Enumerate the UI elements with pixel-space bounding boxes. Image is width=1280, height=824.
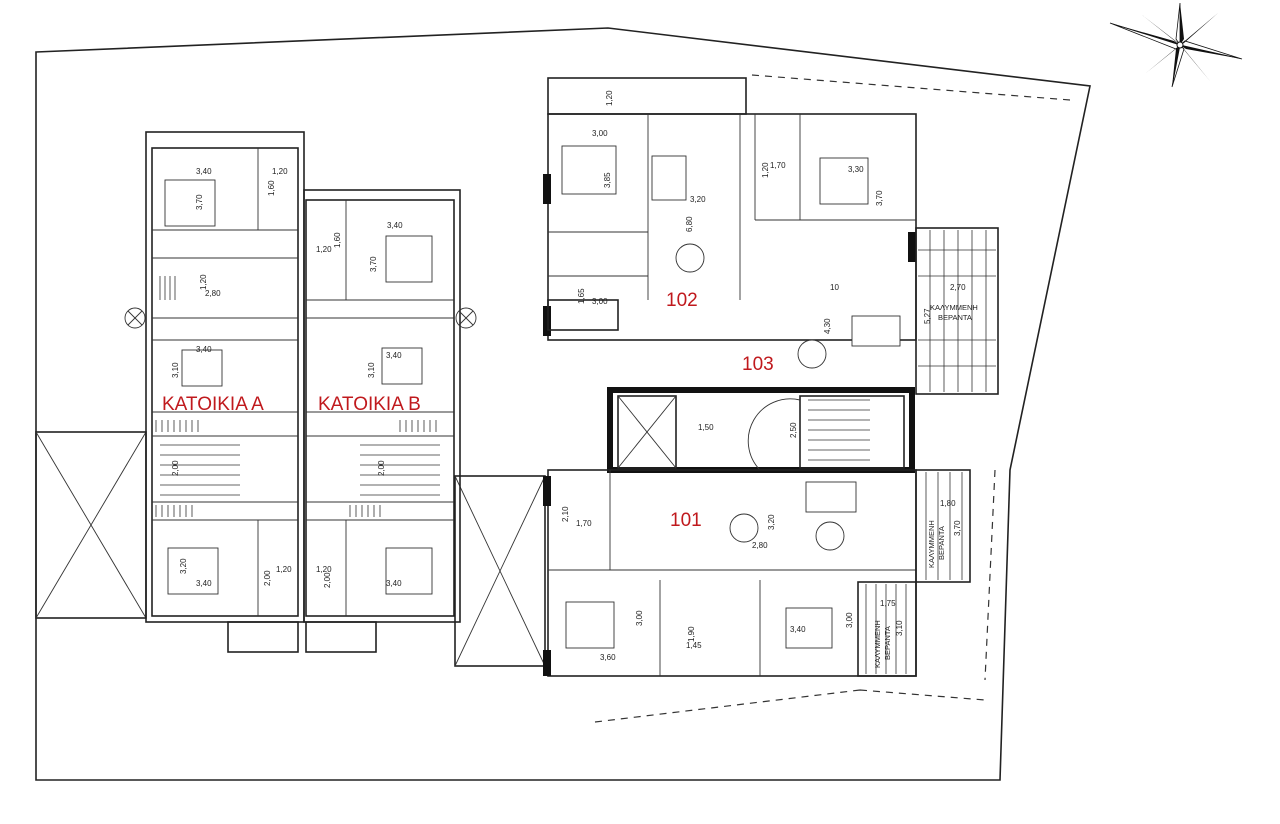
dim: 3,40: [790, 625, 806, 634]
dim: 3,00: [592, 297, 608, 306]
dim: 3,60: [600, 653, 616, 662]
dim: 3,10: [171, 362, 180, 378]
label-house-a: ΚΑΤΟΙΚΙΑ Α: [162, 394, 264, 415]
parking-left: [35, 431, 147, 619]
label-unit-103: 103: [742, 354, 774, 375]
veranda-101-line1: ΚΑΛΥΜΜΕΝΗ: [927, 520, 936, 568]
parking-middle: [454, 475, 546, 667]
site-boundary-dashed: [594, 74, 1071, 723]
dim: 3,20: [767, 514, 776, 530]
dim: 2,70: [950, 283, 966, 292]
dim: 1,70: [770, 161, 786, 170]
veranda-103-line2: ΒΕΡΑΝΤΑ: [938, 313, 972, 322]
veranda-101b-line2: ΒΕΡΑΝΤΑ: [883, 626, 892, 660]
apartment-block: [543, 77, 999, 677]
site-boundary: [35, 27, 1091, 781]
dim: 1,70: [576, 519, 592, 528]
dim: 2,00: [377, 460, 386, 476]
dim: 3,30: [848, 165, 864, 174]
dim: 3,20: [179, 558, 188, 574]
label-unit-102: 102: [666, 290, 698, 311]
dim: 3,10: [367, 362, 376, 378]
house-b: [303, 189, 477, 653]
dim: 5,27: [923, 308, 932, 324]
dim: 1,90: [687, 626, 696, 642]
dim: 1,45: [686, 641, 702, 650]
dim: 1,60: [267, 180, 276, 196]
dim: 2,00: [323, 572, 332, 588]
dim: 3,40: [196, 167, 212, 176]
dim: 3,40: [386, 351, 402, 360]
dim: 1,20: [316, 245, 332, 254]
dim: 1,20: [316, 565, 332, 574]
veranda-101-line2: ΒΕΡΑΝΤΑ: [937, 526, 946, 560]
dim: 1,20: [761, 162, 770, 178]
dim: 3,70: [369, 256, 378, 272]
dim: 2,50: [789, 422, 798, 438]
dim: 3,85: [603, 172, 612, 188]
dim: 1,80: [940, 499, 956, 508]
dim: 2,00: [171, 460, 180, 476]
dim: 10: [830, 283, 839, 292]
dim: 2,80: [752, 541, 768, 550]
dim: 3,70: [875, 190, 884, 206]
dim: 3,70: [953, 520, 962, 536]
house-a: [124, 131, 305, 653]
dim: 4,30: [823, 318, 832, 334]
dim: 3,00: [635, 610, 644, 626]
dim: 1,20: [199, 274, 208, 290]
dim: 2,80: [205, 289, 221, 298]
north-arrow-icon: [1109, 2, 1243, 88]
dim: 3,00: [592, 129, 608, 138]
dim: 3,40: [386, 579, 402, 588]
dim: 3,20: [690, 195, 706, 204]
veranda-101b-line1: ΚΑΛΥΜΜΕΝΗ: [873, 620, 882, 668]
dim: 3,10: [895, 620, 904, 636]
dim: 2,10: [561, 506, 570, 522]
dim: 1,20: [276, 565, 292, 574]
dim: 1,75: [880, 599, 896, 608]
dim: 3,40: [196, 579, 212, 588]
veranda-103-line1: ΚΑΛΥΜΜΕΝΗ: [930, 303, 978, 312]
dim: 3,00: [845, 612, 854, 628]
label-unit-101: 101: [670, 510, 702, 531]
dim: 6,80: [685, 216, 694, 232]
dim: 3,70: [195, 194, 204, 210]
dim: 3,40: [196, 345, 212, 354]
dim: 1,50: [698, 423, 714, 432]
label-house-b: ΚΑΤΟΙΚΙΑ Β: [318, 394, 421, 415]
dim: 1,60: [333, 232, 342, 248]
dim: 3,40: [387, 221, 403, 230]
dim: 1,20: [605, 90, 614, 106]
dim: 1,20: [272, 167, 288, 176]
dim: 1,65: [577, 288, 586, 304]
dim: 2,00: [263, 570, 272, 586]
